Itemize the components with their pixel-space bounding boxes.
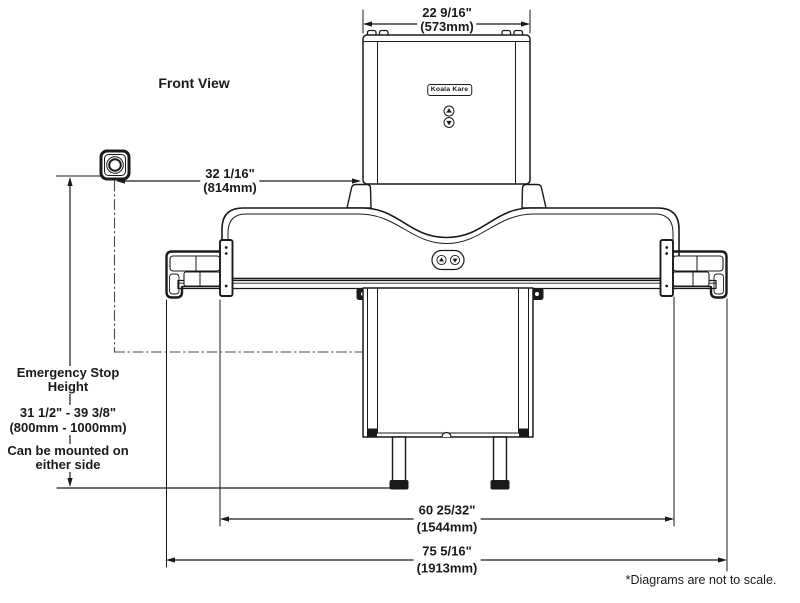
- bed: [221, 207, 680, 280]
- hand-control-icon: [431, 249, 465, 271]
- dim-top-width-metric: (573mm): [420, 19, 474, 34]
- left-leg: [389, 436, 409, 490]
- right-extension-bracket: [670, 250, 728, 299]
- base-column: [362, 287, 534, 438]
- emergency-stop-button-icon: [99, 149, 131, 181]
- stop-height-title: Emergency Stop Height: [13, 366, 123, 394]
- dim-top-width-imperial: 22 9/16": [422, 5, 472, 20]
- dim-overall-width-label: 75 5/16" (1913mm): [413, 543, 481, 577]
- stop-height-note: Can be mounted on either side: [4, 444, 132, 472]
- koala-kare-logo: Koala Kare: [426, 84, 473, 96]
- dim-bed-width-label: 60 25/32" (1544mm): [413, 502, 481, 536]
- dim-top-width-label: 22 9/16" (573mm): [417, 5, 477, 34]
- down-button-icon: [443, 117, 455, 128]
- up-button-icon: [443, 105, 455, 117]
- right-leg: [490, 436, 510, 490]
- left-extension-bracket: [165, 250, 223, 299]
- stop-height-range: 31 1/2" - 39 3/8" (800mm - 1000mm): [6, 405, 130, 435]
- mast: [362, 29, 531, 185]
- dim-overall-width-metric: (1913mm): [416, 560, 478, 575]
- bracket-clamps: [219, 239, 674, 297]
- dim-stop-offset-metric: (814mm): [203, 180, 257, 195]
- mast-boots: [346, 183, 547, 209]
- dim-stop-offset-imperial: 32 1/16": [205, 166, 255, 181]
- dim-bed-width-metric: (1544mm): [416, 519, 478, 534]
- stop-centerline: [113, 180, 363, 353]
- dim-overall-width-imperial: 75 5/16": [422, 543, 472, 559]
- dim-bed-width-imperial: 60 25/32": [418, 502, 476, 518]
- dim-stop-offset-label: 32 1/16" (814mm): [200, 166, 260, 195]
- dim-stop-height-line: [67, 177, 73, 487]
- view-label: Front View: [158, 75, 230, 91]
- not-to-scale-footnote: *Diagrams are not to scale.: [625, 573, 777, 587]
